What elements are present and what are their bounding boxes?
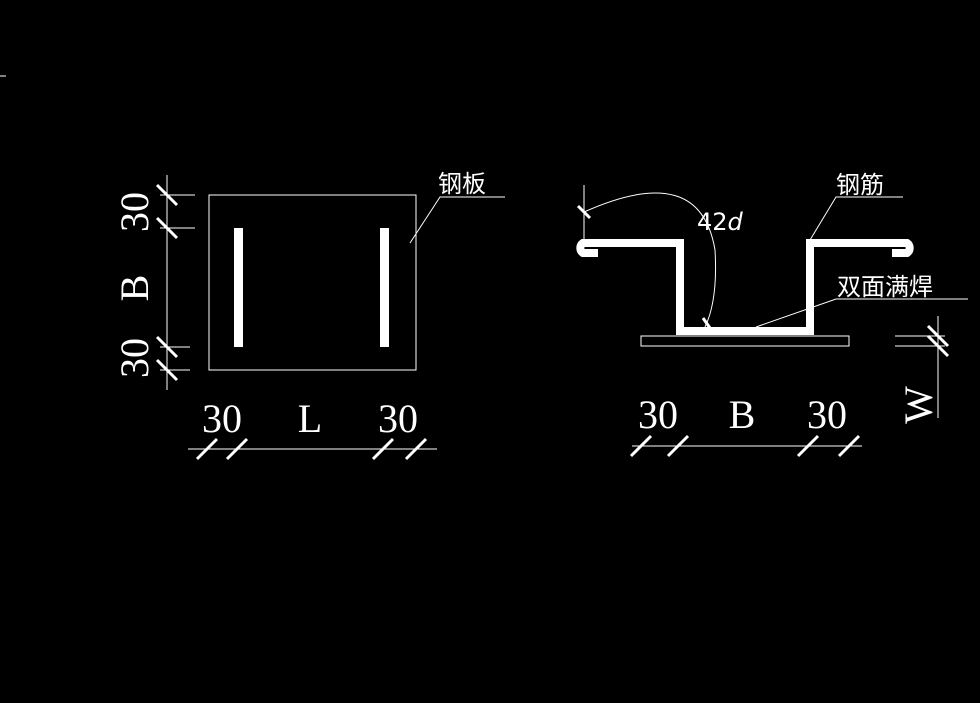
rebar-label: 钢筋 (836, 171, 884, 199)
anchor-length-arc (583, 192, 717, 328)
rebar-leader (809, 196, 903, 241)
dim-30-right: 30 (807, 392, 847, 437)
horizontal-dimension: 30 L 30 (188, 396, 437, 461)
steel-plate-outline (208, 194, 417, 371)
dim-v-30-top: 30 (112, 192, 157, 232)
rebar-left (234, 228, 243, 347)
section-view: 42d 钢筋 双面满焊 W 30 B 30 (576, 171, 968, 458)
dim-v-30-bottom: 30 (112, 338, 157, 378)
dim-W: W (896, 386, 941, 424)
weld-label: 双面满焊 (837, 273, 933, 301)
anchor-length-label: 42d (697, 208, 744, 236)
dim-h-30-left: 30 (202, 396, 242, 441)
dim-B: B (729, 392, 756, 437)
plate-leader (409, 196, 505, 244)
weld-leader (755, 298, 968, 328)
plate-label: 钢板 (438, 170, 486, 198)
rebar-right (380, 228, 389, 347)
dim-30-left: 30 (638, 392, 678, 437)
bent-rebar (576, 239, 914, 335)
dim-v-B: B (112, 275, 157, 302)
section-horizontal-dimension: 30 B 30 (629, 392, 862, 458)
dim-h-L: L (298, 396, 322, 441)
steel-plate-section (640, 335, 850, 347)
vertical-dimension: 30 B 30 (112, 175, 195, 390)
dim-h-30-right: 30 (378, 396, 418, 441)
thickness-dimension: W (895, 316, 950, 424)
plate-view: 钢板 30 B 30 30 L 30 (112, 170, 505, 461)
